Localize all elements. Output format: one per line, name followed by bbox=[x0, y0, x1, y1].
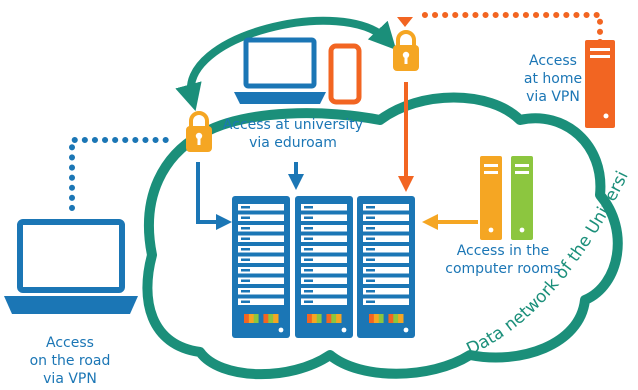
home-access-label: Access at home via VPN bbox=[516, 52, 590, 106]
server-icon bbox=[585, 40, 615, 128]
server-icon bbox=[232, 196, 290, 338]
university-label-line: via eduroam bbox=[249, 135, 337, 151]
laptop-icon bbox=[234, 37, 326, 104]
server-racks bbox=[232, 196, 415, 338]
home-label-line: via VPN bbox=[526, 89, 580, 105]
rooms-label-line: Access in the bbox=[456, 243, 550, 259]
home-vpn-dotted-link bbox=[417, 12, 603, 45]
laptop-icon bbox=[4, 219, 138, 314]
home-label-line: at home bbox=[523, 71, 583, 87]
rooms-label-line: computer rooms bbox=[445, 261, 561, 277]
lock-icon bbox=[186, 111, 212, 152]
university-access-label: Access at university via eduroam bbox=[207, 116, 379, 152]
home-label-line: Access bbox=[529, 53, 577, 69]
phone-icon bbox=[328, 43, 362, 105]
road-label-line: via VPN bbox=[43, 371, 97, 387]
lock-link-arrow bbox=[175, 16, 397, 112]
tower-computer-icon bbox=[511, 156, 533, 240]
university-label-line: Access at university bbox=[222, 117, 364, 133]
road-access-label: Access on the road via VPN bbox=[10, 334, 130, 388]
road-lock-to-server-arrow bbox=[196, 162, 232, 230]
computer-rooms-access-label: Access in the computer rooms bbox=[437, 242, 569, 278]
lock-icon bbox=[393, 30, 419, 71]
road-label-line: Access bbox=[46, 335, 94, 351]
server-icon bbox=[357, 196, 415, 338]
road-vpn-dotted-link bbox=[69, 137, 175, 211]
road-label-line: on the road bbox=[29, 353, 111, 369]
home-vpn-arrowhead bbox=[397, 17, 413, 27]
tower-computer-icon bbox=[480, 156, 502, 240]
network-cloud bbox=[142, 92, 623, 380]
server-icon bbox=[295, 196, 353, 338]
